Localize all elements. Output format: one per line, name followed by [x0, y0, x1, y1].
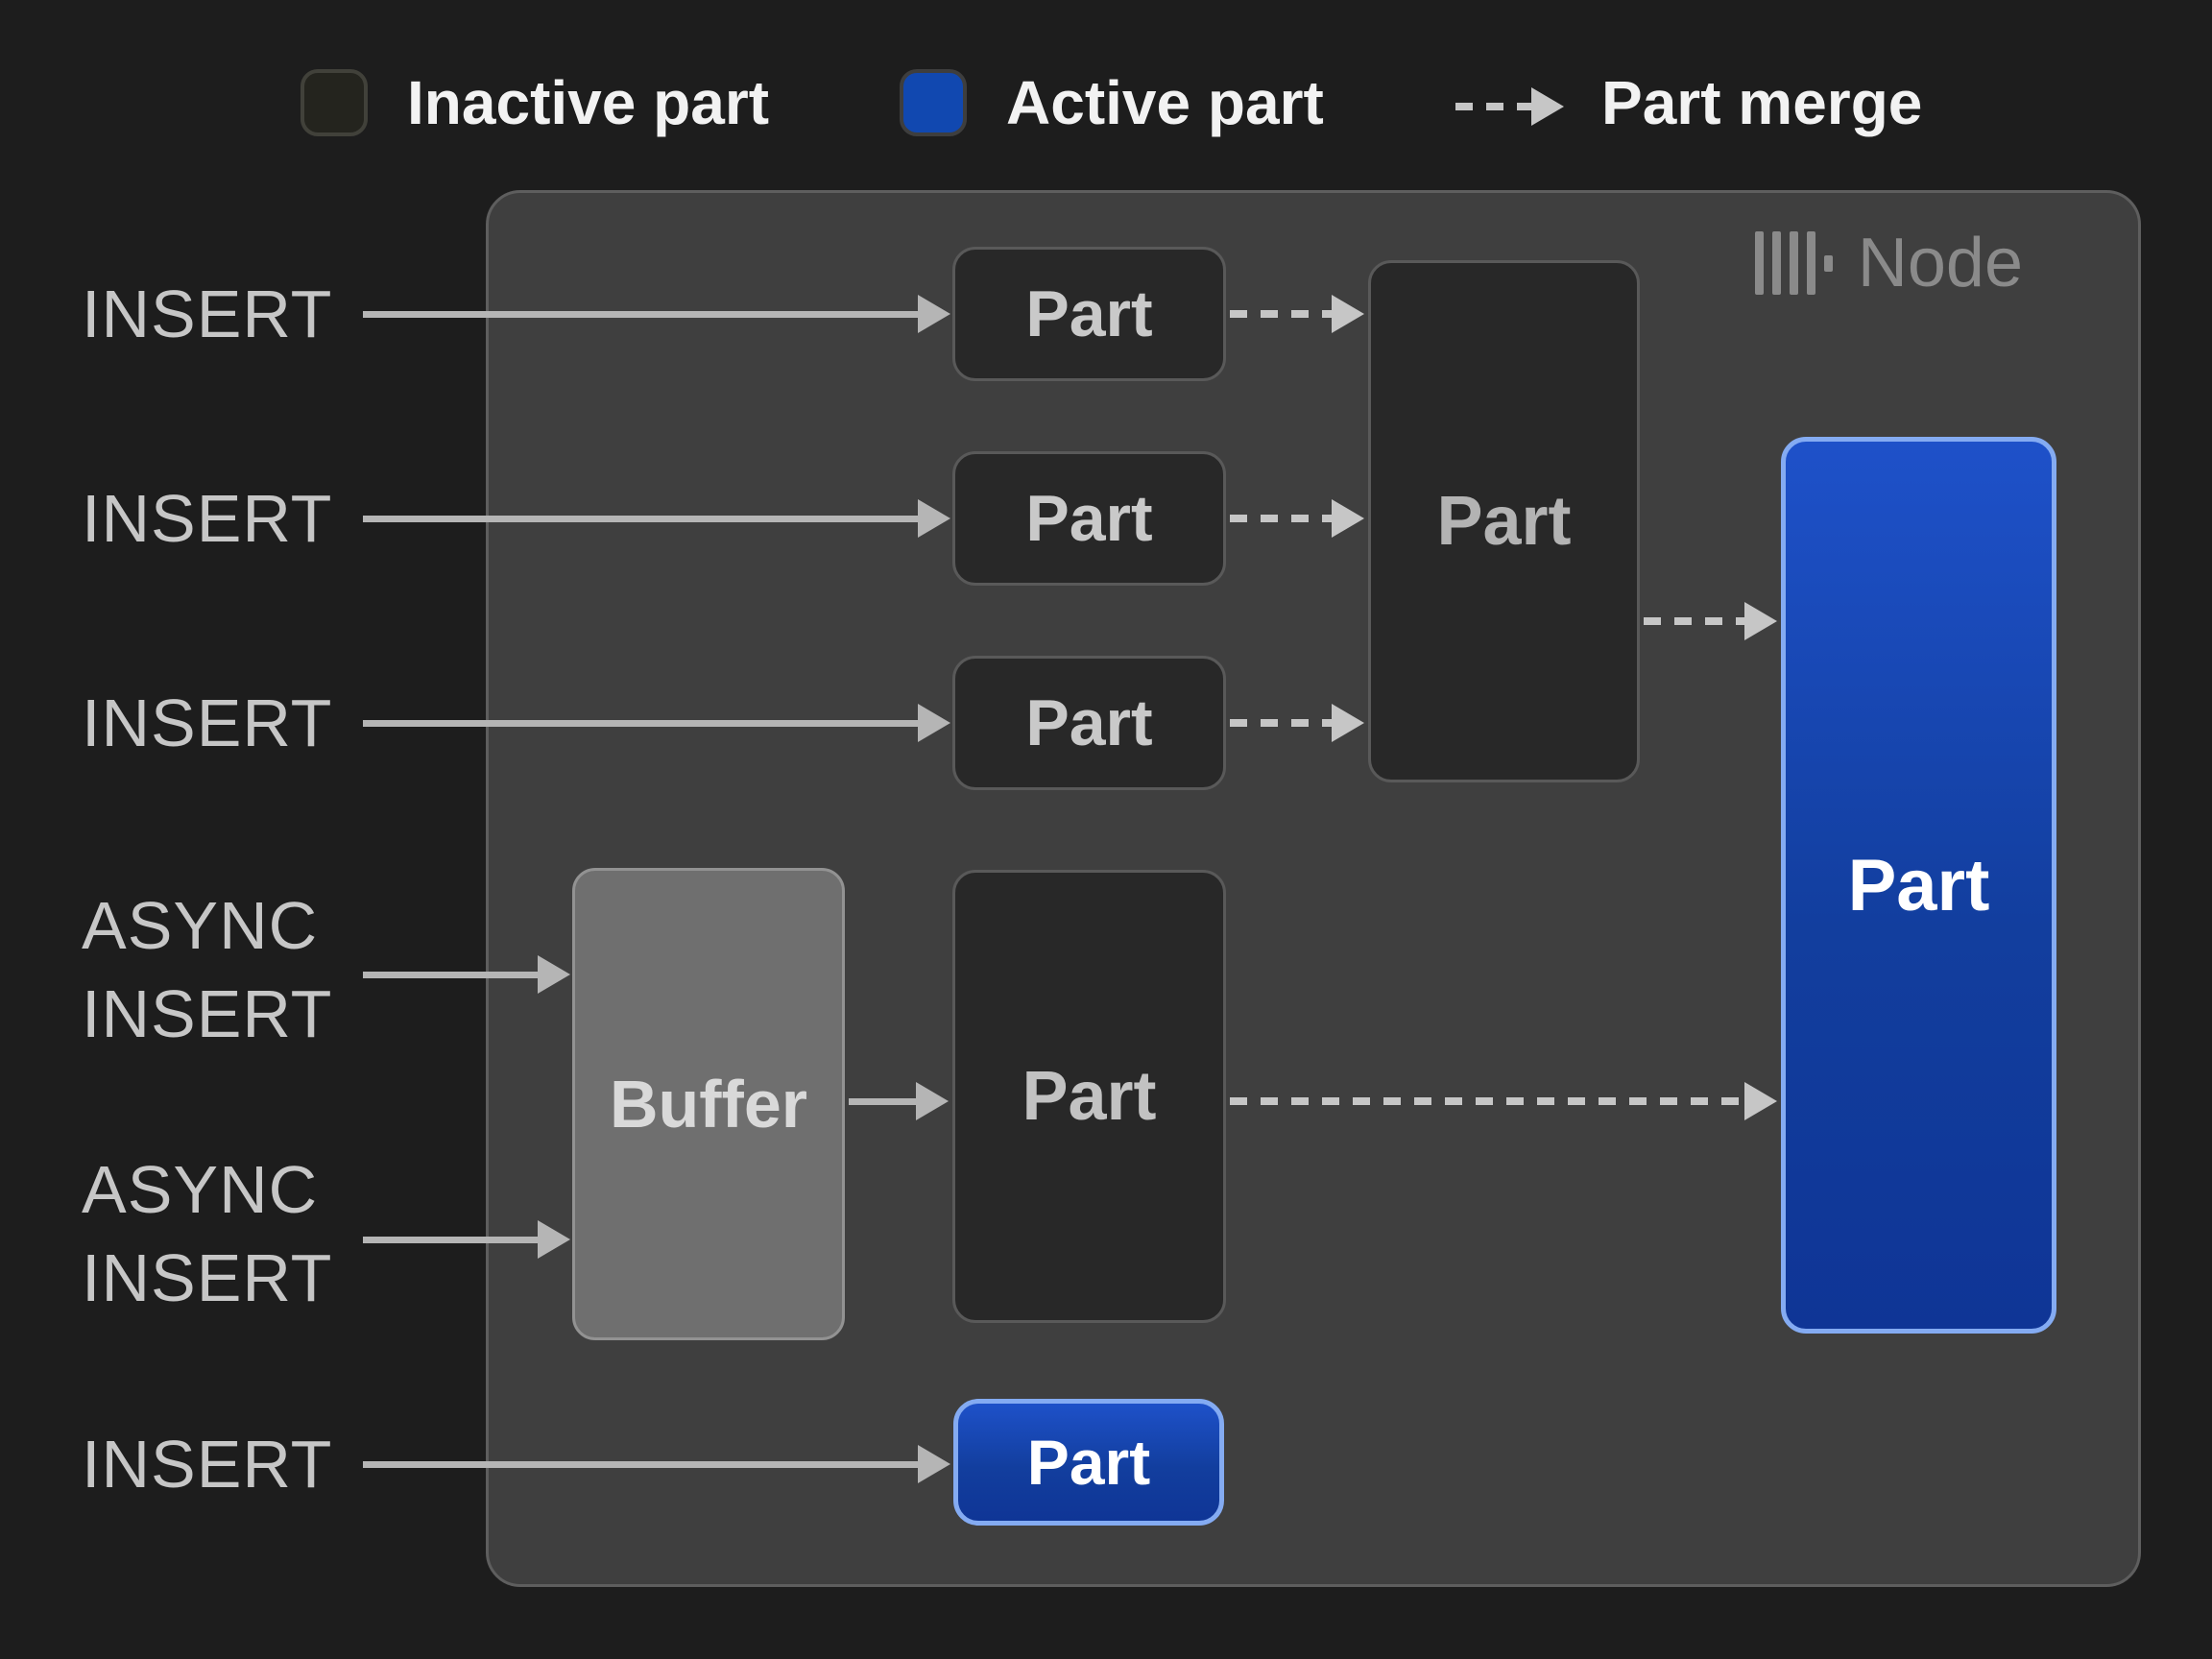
inactive-part-box-3: Part: [952, 656, 1226, 790]
merge-part-box: Part: [1368, 260, 1640, 782]
insert-label-1: INSERT: [82, 276, 333, 351]
legend-arrow-line: [1455, 103, 1539, 110]
legend-merge-label: Part merge: [1601, 68, 1923, 137]
part-label: Part: [1025, 686, 1153, 759]
async-inactive-part-box: Part: [952, 870, 1226, 1323]
buffer-label: Buffer: [609, 1067, 808, 1142]
inactive-part-swatch: [301, 69, 368, 136]
part-label: Part: [1847, 844, 1990, 926]
node-label: Node: [1857, 225, 2023, 301]
inactive-part-box-2: Part: [952, 451, 1226, 586]
active-part-box-main: Part: [1781, 437, 2056, 1334]
active-part-swatch: [900, 69, 967, 136]
async-insert-label-2: ASYNC INSERT: [82, 1152, 333, 1315]
legend-arrow-head: [1531, 87, 1564, 126]
active-part-box-bottom: Part: [953, 1399, 1224, 1526]
legend-inactive-label: Inactive part: [407, 68, 770, 137]
inactive-part-box-1: Part: [952, 247, 1226, 381]
legend-active-label: Active part: [1006, 68, 1324, 137]
async-insert-label-1: ASYNC INSERT: [82, 888, 333, 1051]
part-label: Part: [1436, 483, 1572, 560]
buffer-box: Buffer: [572, 868, 845, 1340]
insert-label-bottom: INSERT: [82, 1427, 333, 1502]
part-label: Part: [1025, 277, 1153, 350]
part-label: Part: [1022, 1058, 1157, 1135]
part-label: Part: [1026, 1427, 1151, 1498]
node-header: Node: [1754, 224, 2023, 302]
part-label: Part: [1025, 482, 1153, 555]
insert-label-2: INSERT: [82, 481, 333, 556]
insert-label-3: INSERT: [82, 685, 333, 760]
clickhouse-logo-icon: [1754, 231, 1833, 295]
